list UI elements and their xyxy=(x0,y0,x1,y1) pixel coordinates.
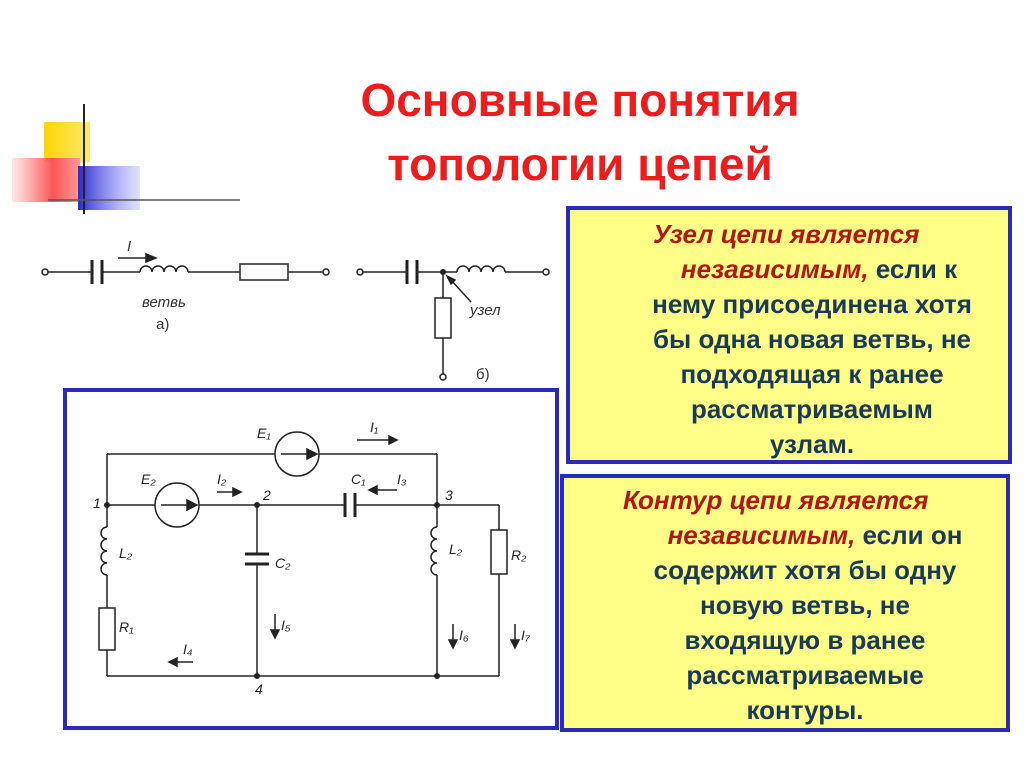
label-c2: C₂ xyxy=(275,555,291,571)
label-n4: 4 xyxy=(255,681,263,697)
loop-line-6: рассматриваемые xyxy=(686,660,924,690)
loop-line-5: входящую в ранее xyxy=(684,625,926,655)
node-line-3: нему присоединена хотя xyxy=(652,289,972,319)
label-i5: I₅ xyxy=(281,617,291,633)
node-emphasis-1: Узел цепи является xyxy=(653,219,920,249)
node-definition-box: Узел цепи является независимым, если к н… xyxy=(566,206,1012,464)
node-diagram-b xyxy=(356,260,550,381)
circuit-diagram: E₁ I₁ E₂ I₂ C₁ I₃ 1 2 3 4 L₂ C₂ L₂ R₂ R₁… xyxy=(93,419,531,697)
node-line-4: бы одна новая ветвь, не xyxy=(652,324,972,354)
branch-label: ветвь xyxy=(142,294,186,311)
node-label: узел xyxy=(470,302,501,319)
label-n3: 3 xyxy=(445,487,453,503)
circuit-frame xyxy=(63,388,559,730)
branch-diagram-a xyxy=(41,252,330,284)
loop-line-7: контуры. xyxy=(746,695,864,725)
node-line-7: узлам. xyxy=(769,429,855,459)
label-n1: 1 xyxy=(93,495,101,511)
caption-a: а) xyxy=(156,316,170,333)
loop-line-3: содержит хотя бы одну xyxy=(653,555,957,585)
decorative-corner-squares xyxy=(12,104,240,214)
title-line-1: Основные понятия xyxy=(360,74,800,126)
label-i1: I₁ xyxy=(370,419,379,435)
label-l2-left: L₂ xyxy=(119,545,133,561)
loop-line-4: новую ветвь, не xyxy=(700,590,910,620)
loop-emphasis-2: независимым, xyxy=(667,520,856,550)
page-title: Основные понятия топологии цепей xyxy=(200,68,960,196)
label-i2: I₂ xyxy=(217,471,227,487)
label-n2: 2 xyxy=(262,487,271,503)
label-i7: I₇ xyxy=(521,627,531,643)
label-r2: R₂ xyxy=(511,547,527,563)
caption-b: б) xyxy=(476,366,490,383)
label-i4: I₄ xyxy=(183,641,193,657)
node-emphasis-2: независимым, xyxy=(680,254,869,284)
label-l2-right: L₂ xyxy=(449,541,463,557)
label-r1: R₁ xyxy=(119,619,134,635)
loop-line-2-rest: если он xyxy=(855,520,963,550)
loop-line-2: независимым, если он xyxy=(563,518,1007,553)
node-line-2-rest: если к xyxy=(868,254,958,284)
loop-definition-box: Контур цепи является независимым, если о… xyxy=(560,474,1010,732)
node-line-6: рассматриваемым xyxy=(690,394,934,424)
label-i3: I₃ xyxy=(397,471,407,487)
label-c1: C₁ xyxy=(351,471,366,487)
label-e1: E₁ xyxy=(257,425,271,441)
title-line-2: топологии цепей xyxy=(387,138,773,190)
branch-current-label: I xyxy=(127,238,132,255)
label-e2: E₂ xyxy=(141,471,156,487)
label-i6: I₆ xyxy=(459,627,469,643)
loop-emphasis-1: Контур цепи является xyxy=(623,485,929,515)
node-line-5: подходящая к ранее xyxy=(680,359,944,389)
node-line-2: независимым, если к xyxy=(569,252,1009,287)
